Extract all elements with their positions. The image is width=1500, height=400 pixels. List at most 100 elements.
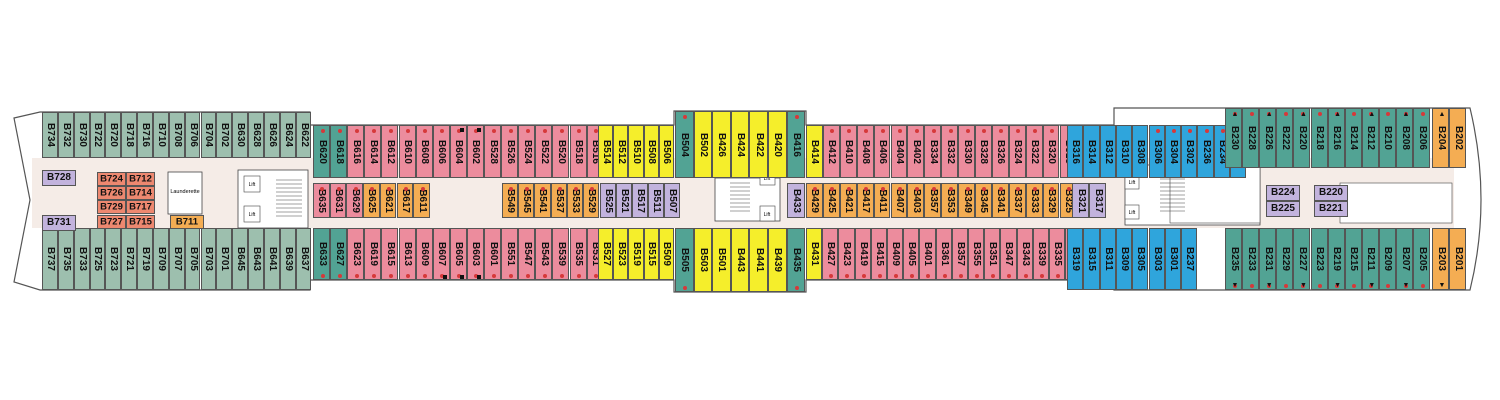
cabin-b221[interactable]: B221	[1314, 201, 1348, 217]
cabin-b619[interactable]: B619	[364, 228, 382, 280]
cabin-b322[interactable]: B322	[1025, 125, 1043, 178]
cabin-b353[interactable]: B353	[941, 183, 959, 218]
cabin-b415[interactable]: B415	[870, 228, 887, 280]
cabin-b520[interactable]: B520	[552, 125, 570, 178]
cabin-b601[interactable]: B601	[484, 228, 502, 280]
cabin-b630[interactable]: B630	[232, 112, 249, 158]
cabin-b504[interactable]: B504	[675, 111, 694, 178]
cabin-b429[interactable]: B429	[806, 183, 823, 218]
cabin-b733[interactable]: B733	[73, 228, 90, 290]
cabin-b726[interactable]: B726	[97, 186, 126, 200]
cabin-b206[interactable]: B206	[1413, 108, 1431, 168]
cabin-b443[interactable]: B443	[730, 228, 750, 292]
cabin-b545[interactable]: B545	[518, 183, 535, 218]
cabin-b425[interactable]: B425	[822, 183, 840, 218]
cabin-b507[interactable]: B507	[664, 183, 680, 218]
cabin-b339[interactable]: B339	[1032, 228, 1049, 280]
cabin-b508[interactable]: B508	[643, 125, 659, 178]
cabin-b208[interactable]: B208▲	[1396, 108, 1414, 168]
cabin-b410[interactable]: B410	[839, 125, 857, 178]
cabin-b305[interactable]: B305	[1132, 228, 1149, 290]
cabin-b604[interactable]: B604	[449, 125, 467, 178]
cabin-b406[interactable]: B406	[873, 125, 891, 178]
cabin-b514[interactable]: B514	[598, 125, 614, 178]
cabin-b518[interactable]: B518	[569, 125, 587, 178]
cabin-b225[interactable]: B225	[1266, 201, 1300, 217]
cabin-b521[interactable]: B521	[616, 183, 632, 218]
cabin-b317[interactable]: B317	[1089, 183, 1106, 218]
cabin-b721[interactable]: B721	[121, 228, 138, 290]
cabin-b734[interactable]: B734	[42, 112, 58, 158]
cabin-b405[interactable]: B405	[903, 228, 920, 280]
cabin-b301[interactable]: B301	[1164, 228, 1182, 290]
cabin-b401[interactable]: B401	[919, 228, 936, 280]
cabin-b724[interactable]: B724	[97, 172, 126, 186]
cabin-b613[interactable]: B613	[398, 228, 416, 280]
cabin-b711[interactable]: B711	[170, 215, 204, 229]
cabin-b417[interactable]: B417	[856, 183, 874, 218]
cabin-b407[interactable]: B407	[890, 183, 908, 218]
cabin-b510[interactable]: B510	[628, 125, 644, 178]
cabin-b727[interactable]: B727	[97, 215, 126, 229]
cabin-b215[interactable]: B215	[1344, 228, 1362, 290]
cabin-b408[interactable]: B408	[856, 125, 874, 178]
cabin-b335[interactable]: B335	[1049, 228, 1066, 280]
cabin-b306[interactable]: B306	[1148, 125, 1165, 178]
cabin-b506[interactable]: B506	[658, 125, 674, 178]
cabin-b403[interactable]: B403	[907, 183, 925, 218]
cabin-b725[interactable]: B725	[89, 228, 106, 290]
cabin-b641[interactable]: B641	[263, 228, 280, 290]
cabin-b645[interactable]: B645	[232, 228, 249, 290]
cabin-b315[interactable]: B315	[1083, 228, 1100, 290]
cabin-b329[interactable]: B329	[1042, 183, 1060, 218]
cabin-b517[interactable]: B517	[632, 183, 648, 218]
cabin-b328[interactable]: B328	[975, 125, 992, 178]
cabin-b321[interactable]: B321	[1072, 183, 1089, 218]
cabin-b320[interactable]: B320	[1042, 125, 1060, 178]
cabin-b220[interactable]: B220	[1314, 185, 1348, 201]
cabin-b220[interactable]: B220▲	[1293, 108, 1311, 168]
cabin-b319[interactable]: B319	[1067, 228, 1084, 290]
cabin-b209[interactable]: B209	[1378, 228, 1396, 290]
cabin-b729[interactable]: B729	[97, 200, 126, 214]
cabin-b326[interactable]: B326	[991, 125, 1009, 178]
cabin-b643[interactable]: B643	[248, 228, 264, 290]
cabin-b617[interactable]: B617	[396, 183, 414, 218]
cabin-b515[interactable]: B515	[643, 228, 659, 280]
cabin-b205[interactable]: B205	[1413, 228, 1431, 290]
cabin-b527[interactable]: B527	[598, 228, 614, 280]
cabin-b222[interactable]: B222	[1276, 108, 1294, 168]
cabin-b715[interactable]: B715	[126, 215, 155, 229]
cabin-b722[interactable]: B722	[89, 112, 106, 158]
cabin-b330[interactable]: B330	[958, 125, 975, 178]
cabin-b411[interactable]: B411	[873, 183, 891, 218]
cabin-b728[interactable]: B728	[42, 170, 76, 186]
cabin-b629[interactable]: B629	[346, 183, 364, 218]
cabin-b730[interactable]: B730	[73, 112, 90, 158]
cabin-b343[interactable]: B343	[1016, 228, 1033, 280]
cabin-b357[interactable]: B357	[924, 183, 942, 218]
cabin-b210[interactable]: B210	[1378, 108, 1396, 168]
cabin-b509[interactable]: B509	[658, 228, 674, 280]
cabin-b731[interactable]: B731	[42, 215, 76, 231]
cabin-b523[interactable]: B523	[613, 228, 629, 280]
cabin-b427[interactable]: B427	[822, 228, 839, 280]
cabin-b422[interactable]: B422	[749, 111, 768, 178]
cabin-b218[interactable]: B218	[1310, 108, 1328, 168]
cabin-b316[interactable]: B316	[1067, 125, 1084, 178]
cabin-b537[interactable]: B537	[550, 183, 567, 218]
cabin-b615[interactable]: B615	[381, 228, 399, 280]
cabin-b347[interactable]: B347	[1000, 228, 1017, 280]
cabin-b421[interactable]: B421	[839, 183, 857, 218]
cabin-b526[interactable]: B526	[501, 125, 519, 178]
cabin-b605[interactable]: B605	[449, 228, 467, 280]
cabin-b423[interactable]: B423	[838, 228, 855, 280]
cabin-b635[interactable]: B635	[313, 183, 330, 218]
cabin-b361[interactable]: B361	[935, 228, 952, 280]
cabin-b703[interactable]: B703	[200, 228, 217, 290]
cabin-b705[interactable]: B705	[184, 228, 201, 290]
cabin-b302[interactable]: B302	[1181, 125, 1198, 178]
cabin-b631[interactable]: B631	[329, 183, 347, 218]
cabin-b412[interactable]: B412	[822, 125, 840, 178]
cabin-b539[interactable]: B539	[552, 228, 570, 280]
